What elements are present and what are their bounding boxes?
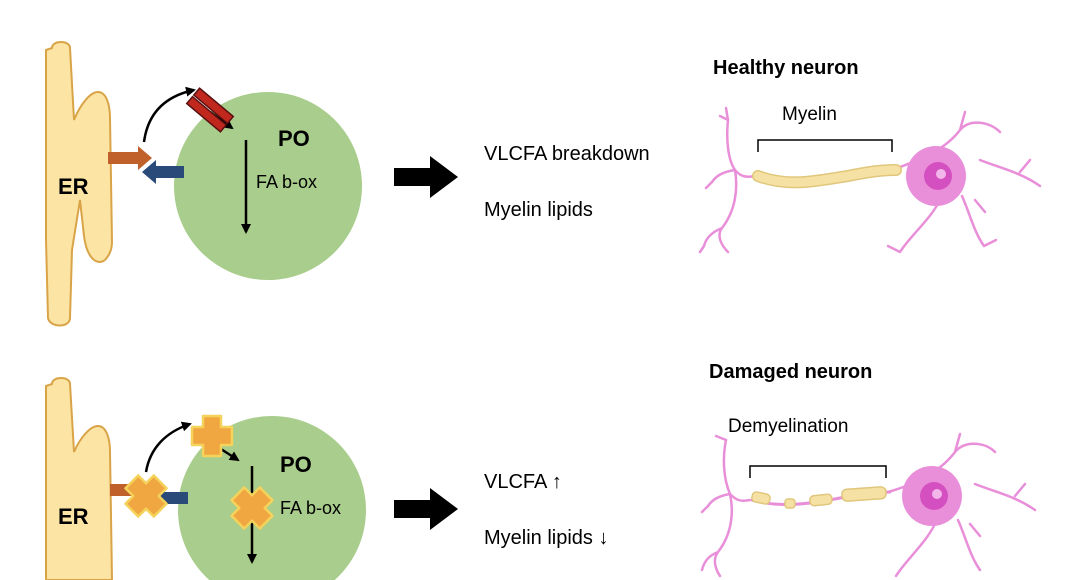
po-circle: [174, 92, 362, 280]
result-arrow: [394, 156, 458, 198]
lipid-transfer-arrow-damaged: [144, 421, 192, 473]
myelin-label: Myelin: [782, 104, 837, 125]
damaged-nucleolus: [932, 489, 942, 499]
myelin-fragments: [751, 486, 887, 509]
outcome-myelin-lipids-damaged: Myelin lipids ↓: [484, 527, 608, 549]
fa-box-label-damaged: FA b-ox: [280, 498, 341, 518]
outcome-vlcfa-damaged: VLCFA ↑: [484, 471, 562, 493]
healthy-neuron: [698, 106, 1042, 254]
transporter-icon: [185, 87, 235, 133]
myelin-bracket: [757, 139, 893, 152]
po-label: PO: [278, 126, 310, 151]
fa-box-label: FA b-ox: [256, 172, 317, 192]
import-arrow-blue: [142, 160, 184, 184]
neuron-title-damaged: Damaged neuron: [709, 361, 872, 383]
myelin-sheath-inner: [753, 165, 901, 187]
damaged-panel: ER PO FA b-ox VLCFA ↑ Myelin lipids ↓ Da…: [45, 361, 1037, 580]
damaged-neuron: [700, 432, 1037, 578]
healthy-panel: ER PO FA b-ox VLCFA breakdown Myelin lip…: [45, 41, 1042, 327]
export-arrow-orange: [108, 146, 152, 170]
demyelination-bracket: [749, 465, 887, 478]
lipid-transfer-arrow: [142, 86, 196, 143]
er-label-damaged: ER: [58, 504, 89, 529]
po-label-damaged: PO: [280, 452, 312, 477]
outcome-myelin-lipids: Myelin lipids: [484, 199, 593, 221]
neuron-title: Healthy neuron: [713, 57, 859, 79]
er-label: ER: [58, 174, 89, 199]
outcome-vlcfa: VLCFA breakdown: [484, 143, 650, 165]
healthy-nucleolus: [936, 169, 946, 179]
demyelination-label: Demyelination: [728, 416, 848, 437]
er-shape-damaged: [45, 377, 114, 580]
er-shape: [45, 41, 114, 327]
result-arrow-damaged: [394, 488, 458, 530]
